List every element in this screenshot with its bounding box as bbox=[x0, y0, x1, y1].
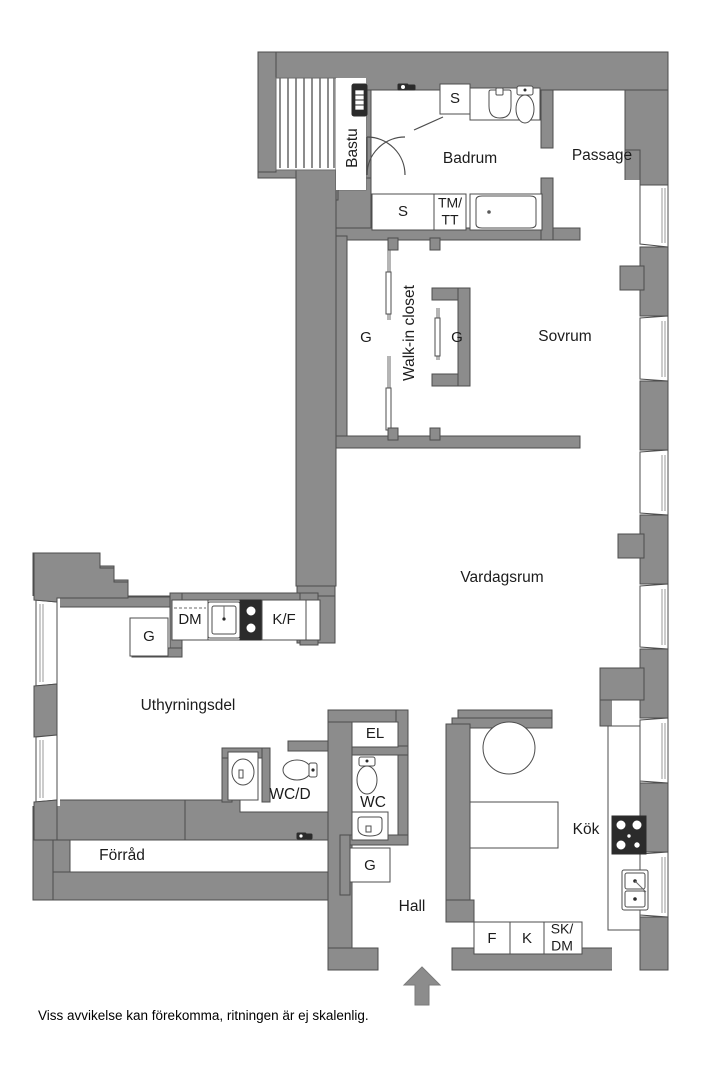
window-bay-left-1 bbox=[35, 599, 58, 687]
kitchen-island bbox=[469, 801, 559, 849]
fridge-box bbox=[473, 921, 511, 955]
room-label-walk-in-closet: Walk-in closet bbox=[401, 284, 418, 381]
fixture-label-dm2: DM bbox=[551, 938, 573, 954]
room-label-uthyrningsdel: Uthyrningsdel bbox=[141, 697, 236, 714]
room-label-wc-d: WC/D bbox=[269, 786, 310, 803]
closet-doors-inner bbox=[434, 308, 441, 360]
wc-sink bbox=[351, 811, 389, 841]
windows-left bbox=[28, 552, 129, 841]
fixture-label-f: F bbox=[487, 930, 496, 947]
door-bastu-badrum bbox=[366, 136, 406, 176]
fixture-label-el: EL bbox=[366, 725, 384, 742]
fixture-label-k: K bbox=[522, 930, 532, 947]
window-bay-5 bbox=[639, 717, 669, 784]
badrum-upper-fixtures bbox=[439, 83, 541, 124]
room-label-wc: WC bbox=[360, 794, 386, 811]
entrance-arrow bbox=[402, 966, 442, 1006]
fixture-label-g-kitchenette: G bbox=[143, 628, 155, 645]
wall-solid-1 bbox=[619, 246, 669, 317]
room-label-vardagsrum: Vardagsrum bbox=[460, 569, 543, 586]
window-bay-1 bbox=[639, 181, 669, 248]
door-leaf bbox=[413, 116, 444, 131]
fixture-label-g-closet-sm: G bbox=[451, 329, 463, 346]
wall-solid-2 bbox=[639, 380, 669, 451]
fixture-label-tm: TM/ bbox=[438, 195, 462, 211]
wc-toilet bbox=[356, 756, 378, 795]
kitchen-sink bbox=[621, 869, 649, 911]
room-label-sovrum: Sovrum bbox=[538, 328, 591, 345]
kok-room bbox=[469, 721, 649, 955]
fixture-label-s-lower: S bbox=[398, 203, 408, 220]
fixture-label-tt: TT bbox=[441, 212, 459, 228]
room-label-badrum: Badrum bbox=[443, 150, 497, 167]
wcd-toilet bbox=[282, 759, 318, 781]
sovrum-closet bbox=[385, 237, 471, 441]
wall-solid-4 bbox=[599, 648, 669, 719]
fixture-label-g-hall: G bbox=[364, 857, 376, 874]
kitchenette-sink bbox=[207, 601, 241, 639]
skdm-box bbox=[543, 921, 583, 955]
freezer-box bbox=[509, 921, 545, 955]
window-bay-2 bbox=[639, 315, 669, 382]
room-label-forrad: Förråd bbox=[99, 847, 145, 864]
window-bay-3 bbox=[639, 449, 669, 516]
window-bay-4 bbox=[639, 583, 669, 650]
badrum-lower-fixtures bbox=[371, 193, 543, 231]
window-bay-left-2 bbox=[35, 734, 58, 803]
fixture-label-s-top: S bbox=[450, 90, 460, 107]
sauna-bench-area bbox=[275, 77, 368, 190]
wcd-floor-fixture bbox=[296, 832, 313, 840]
badrum-toilet bbox=[515, 85, 535, 124]
badrum-room bbox=[366, 83, 543, 231]
room-labels: Bastu Badrum Passage Sovrum Walk-in clos… bbox=[99, 128, 632, 915]
fixture-label-g-closet-big: G bbox=[360, 329, 372, 346]
wall-solid-6 bbox=[639, 916, 669, 971]
fixture-label-dm: DM bbox=[178, 611, 201, 628]
bathroom-ceiling-fixture bbox=[397, 83, 416, 91]
closet-doors-left bbox=[385, 248, 392, 431]
wall-solid-left-1 bbox=[33, 683, 58, 738]
wcd-room bbox=[227, 751, 318, 840]
room-label-hall: Hall bbox=[399, 898, 426, 915]
round-table bbox=[482, 721, 536, 775]
kitchenette-hob bbox=[239, 599, 263, 641]
disclaimer-caption: Viss avvikelse kan förekomma, ritningen … bbox=[38, 1008, 369, 1023]
kitchenette bbox=[129, 599, 321, 657]
room-label-kok: Kök bbox=[573, 821, 600, 838]
fixture-label-sk: SK/ bbox=[551, 921, 574, 937]
wc-column bbox=[349, 721, 399, 883]
fixture-labels: S S TM/ TT G G G DM K/F EL G F K SK/ DM bbox=[143, 90, 573, 954]
fixture-label-kf: K/F bbox=[272, 611, 295, 628]
bastu-walls bbox=[257, 51, 669, 587]
room-label-bastu: Bastu bbox=[344, 128, 361, 168]
room-label-passage: Passage bbox=[572, 147, 632, 164]
kitchen-hob bbox=[611, 815, 647, 855]
